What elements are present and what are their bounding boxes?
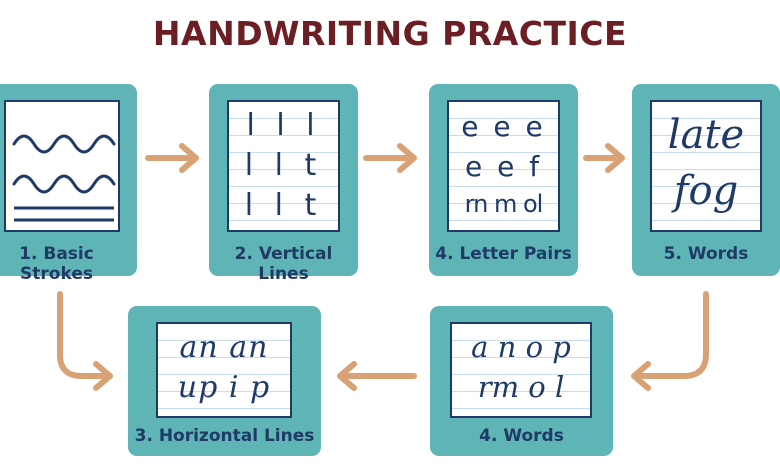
- glyph-row: l l t: [244, 148, 323, 183]
- practice-sheet: a n o p rm o l: [450, 322, 592, 418]
- step-card-vertical-lines: l l l l l t l l t 2. Vertical Lines: [209, 84, 358, 284]
- step-card-words-bottom: a n o p rm o l 4. Words: [430, 306, 613, 456]
- practice-sheet: e e e e e f rn m ol: [447, 100, 560, 232]
- arrow-right-icon: [145, 143, 199, 173]
- glyph-row: rm o l: [477, 370, 565, 404]
- glyph-row: l l t: [244, 188, 323, 223]
- practice-sheet: [4, 100, 120, 232]
- step-label: 3. Horizontal Lines: [134, 426, 315, 446]
- step-card-words-top: late fog 5. Words: [632, 84, 780, 276]
- glyph-row: up i p: [177, 370, 271, 405]
- practice-sheet: l l l l l t l l t: [227, 100, 340, 232]
- practice-sheet: late fog: [650, 100, 762, 232]
- page-title: HANDWRITING PRACTICE: [152, 14, 628, 53]
- glyph-row: an an: [179, 330, 269, 365]
- step-card-horizontal-lines: an an up i p 3. Horizontal Lines: [128, 306, 321, 456]
- arrow-down-left-icon: [631, 291, 709, 391]
- arrow-right-icon: [363, 143, 417, 173]
- arrow-left-icon: [337, 361, 417, 391]
- glyph-row: e e e: [461, 110, 546, 143]
- glyph-row: e e f: [464, 150, 543, 183]
- step-card-basic-strokes: 1. Basic Strokes: [0, 84, 137, 284]
- step-label: 2. Vertical Lines: [234, 244, 333, 284]
- practice-sheet: an an up i p: [156, 322, 292, 418]
- step-label: 1. Basic Strokes: [19, 244, 94, 284]
- arrow-down-right-icon: [57, 291, 113, 391]
- step-label: 4. Words: [479, 426, 564, 446]
- step-card-letter-pairs: e e e e e f rn m ol 4. Letter Pairs: [429, 84, 578, 276]
- glyph-row: a n o p: [471, 330, 571, 364]
- step-label: 4. Letter Pairs: [435, 244, 572, 264]
- glyph-row: l l l: [246, 108, 321, 143]
- glyph-row: fog: [673, 168, 739, 214]
- step-label: 5. Words: [663, 244, 749, 264]
- arrow-right-icon: [583, 143, 625, 173]
- glyph-row: rn m ol: [464, 190, 544, 218]
- glyph-row: late: [667, 112, 745, 158]
- stroke-patterns: [12, 134, 116, 222]
